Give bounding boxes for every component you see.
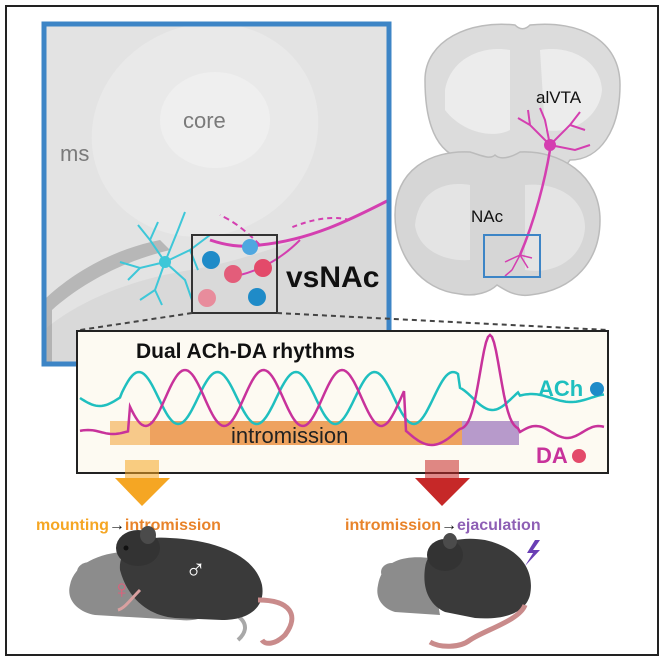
right-caption-ejaculation: ejaculation (457, 517, 541, 534)
mating-mice-right (377, 533, 540, 649)
panel-title: Dual ACh-DA rhythms (136, 340, 355, 363)
lightning-icon (525, 540, 540, 566)
male-symbol-icon: ♂ (185, 553, 206, 584)
mating-mice-left: ♀ ♂ (69, 526, 295, 646)
right-caption: intromission→ejaculation (345, 517, 541, 534)
right-caption-arrow: → (441, 517, 457, 534)
zoom-connector-left (79, 312, 193, 331)
synapse-zoom-box (191, 234, 278, 314)
cholinergic-interneuron-icon (119, 211, 211, 306)
ach-dot-icon (590, 382, 604, 396)
left-caption: mounting→intromission (36, 517, 221, 534)
alvta-label: alVTA (536, 88, 582, 107)
intromission-bar-label: intromission (231, 423, 348, 448)
brain-sections: alVTA NAc (394, 23, 621, 297)
vta-neuron-icon (504, 107, 591, 277)
left-caption-mounting: mounting (36, 517, 109, 534)
zoom-section: ms core vsNAc (41, 21, 392, 367)
nac-region-box (483, 234, 541, 278)
background-mouse-icon (377, 557, 440, 615)
right-caption-intromission: intromission (345, 517, 441, 534)
ach-trace (79, 370, 605, 426)
zoom-connector-right (276, 312, 609, 331)
male-mouse-icon (116, 526, 295, 646)
mounting-arrow-icon (115, 460, 170, 506)
da-label: DA (536, 443, 568, 468)
vsnac-label: vsNAc (286, 261, 379, 294)
da-dot-icon (572, 449, 586, 463)
nac-label: NAc (471, 207, 504, 226)
ach-label: ACh (538, 376, 583, 401)
da-trace (79, 333, 605, 447)
ejaculation-arrow-icon (415, 460, 470, 506)
ms-label: ms (60, 141, 89, 166)
rhythm-panel: Dual ACh-DA rhythms intromission ACh DA (76, 330, 609, 474)
core-label: core (183, 108, 226, 133)
ejaculation-bar (462, 421, 519, 445)
neurotransmitter-vesicles (198, 239, 272, 307)
ejaculating-mouse-icon (424, 533, 531, 649)
left-caption-arrow: → (109, 517, 125, 534)
